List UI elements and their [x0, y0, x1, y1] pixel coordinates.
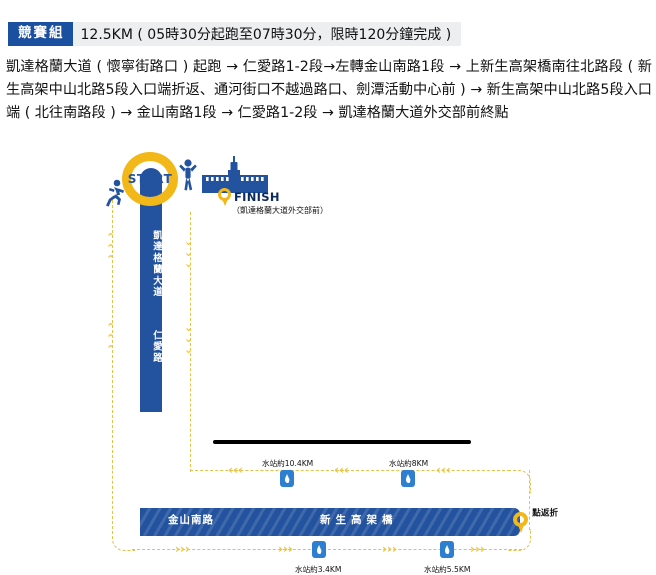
finish-pin-icon — [218, 188, 232, 206]
direction-chevron-lower-1: ››› — [175, 542, 190, 556]
direction-chevron-inner-2: ⌄⌄⌄ — [184, 321, 193, 356]
turnaround-pin-icon — [513, 512, 529, 534]
road-label-kaidagelan: 凱達格蘭大道 — [151, 230, 162, 299]
water-station-label-3-4km: 水站約3.4KM — [295, 565, 342, 574]
course-map: 凱達格蘭大道 仁愛路 金山南路 新生高架橋 ⌃⌃⌃ ⌃⌃⌃ ⌄⌄⌄ ⌄⌄⌄ ‹‹… — [0, 140, 656, 574]
race-course-infographic: 競賽組 12.5KM ( 05時30分起跑至07時30分，限時120分鐘完成 )… — [0, 0, 656, 454]
direction-chevron-lower-2: ››› — [278, 542, 293, 556]
finish-label: FINISH — [234, 190, 280, 204]
route-description: 凱達格蘭大道 ( 懷寧街路口 ) 起跑 → 仁愛路1-2段→左轉金山南路1段 →… — [6, 59, 652, 121]
bottom-divider-bar — [213, 440, 471, 444]
direction-chevron-upper-3: ‹‹‹ — [436, 463, 451, 477]
start-marker: START — [122, 152, 178, 206]
direction-chevron-upper-2: ‹‹‹ — [334, 463, 349, 477]
water-station-label-5-5km: 水站約5.5KM — [424, 565, 471, 574]
direction-chevron-upper-1: ‹‹‹ — [228, 463, 243, 477]
header-row: 競賽組 12.5KM ( 05時30分起跑至07時30分，限時120分鐘完成 ) — [8, 22, 462, 46]
race-info-text: 12.5KM ( 05時30分起跑至07時30分，限時120分鐘完成 ) — [72, 22, 462, 46]
road-label-xinsheng: 新生高架橋 — [320, 514, 398, 526]
direction-chevron-lower-4: ››› — [470, 542, 485, 556]
dashed-line-outbound-left — [112, 200, 113, 468]
turnaround-pin-tail — [518, 525, 524, 533]
cheering-person-icon — [178, 158, 198, 192]
water-station-icon-3-4km — [312, 541, 326, 558]
runner-icon — [100, 178, 126, 208]
dashed-corner-top-right — [508, 470, 531, 493]
direction-chevron-lower-3: ››› — [382, 542, 397, 556]
road-label-jinshan: 金山南路 — [168, 514, 214, 526]
presidential-office-building-icon — [200, 156, 270, 194]
road-label-renai: 仁愛路 — [151, 330, 162, 365]
dashed-line-inbound-right — [190, 212, 191, 472]
turnaround-label: 折返點 — [530, 508, 558, 517]
start-label: START — [127, 172, 173, 186]
water-station-label-10-4km: 水站約10.4KM — [262, 459, 314, 468]
water-station-icon-5-5km — [440, 541, 454, 558]
direction-chevron-left-1: ⌃⌃⌃ — [106, 231, 115, 266]
road-kaidagelan-renai — [140, 168, 162, 412]
direction-chevron-inner-1: ⌄⌄⌄ — [184, 235, 193, 270]
finish-pin-tail — [222, 199, 228, 206]
category-badge: 競賽組 — [8, 22, 73, 46]
direction-chevron-left-2: ⌃⌃⌃ — [106, 321, 115, 356]
water-station-icon-10-4km — [280, 470, 294, 487]
water-station-icon-8km — [401, 470, 415, 487]
finish-sublabel: （凱達格蘭大道外交部前） — [232, 206, 328, 215]
dashed-corner-bottom-left — [112, 468, 135, 551]
water-station-label-8km: 水站約8KM — [389, 459, 429, 468]
dashed-line-bottom — [132, 549, 522, 550]
